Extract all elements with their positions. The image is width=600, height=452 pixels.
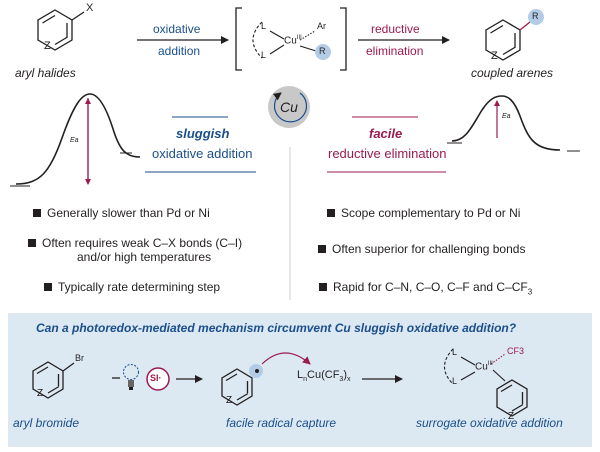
radical-capture-arrow <box>261 352 311 365</box>
surrogate-aryl-ring <box>496 379 528 417</box>
left-bullet-3: Typically rate determining step <box>44 280 220 295</box>
right-bullet-3: Rapid for C–N, C–O, C–F and C–CF3 <box>319 280 532 299</box>
right-bullet-3-text: Rapid for C–N, C–O, C–F and C–CF <box>333 280 528 294</box>
surrogate-l-bottom: L <box>452 376 458 386</box>
left-bullet-2: Often requires weak C–X bonds (C–I) <box>28 236 242 251</box>
z-atom-bromide: Z <box>37 388 44 399</box>
bottom-panel <box>8 313 592 447</box>
coupled-arenes-label: coupled arenes <box>471 66 554 80</box>
x-substituent: X <box>86 2 94 14</box>
surrogate-label: surrogate oxidative addition <box>416 416 563 430</box>
left-bullet-2-cont: and/or high temperatures <box>77 250 212 264</box>
addition-label: addition <box>158 44 201 58</box>
br-substituent: Br <box>75 353 84 363</box>
right-bullet-1-text: Scope complementary to Pd or Ni <box>341 206 521 220</box>
right-bullet-3-sub: 3 <box>527 287 533 297</box>
surrogate-l-top: L <box>452 347 458 357</box>
surrogate-cf3: CF3 <box>507 346 525 356</box>
left-bullet-3-text: Typically rate determining step <box>58 280 221 294</box>
z-atom-left: Z <box>44 40 51 52</box>
complex-ox-state: III <box>296 35 302 41</box>
question-heading: Can a photoredox-mediated mechanism circ… <box>36 321 517 335</box>
aryl-halides-label: aryl halides <box>15 66 76 80</box>
right-ea-label: Ea <box>502 113 511 120</box>
reductive-label: reductive <box>371 22 420 36</box>
z-atom-surrogate: Z <box>508 411 515 422</box>
si-badge <box>146 367 170 391</box>
facile-subtitle: reductive elimination <box>328 146 447 161</box>
surrogate-metal-symbol: Cu <box>475 361 488 373</box>
aryl-bromide-label: aryl bromide <box>13 416 80 430</box>
reagent-sub-x: x <box>347 376 351 384</box>
complex-l-bottom: L <box>261 50 267 60</box>
reagent-metal: Cu(CF <box>307 369 340 381</box>
r-badge-top-right <box>528 9 544 25</box>
cu-cycle-arrow <box>272 92 308 123</box>
surrogate-metal: CuIII <box>475 361 493 372</box>
aryl-halide-ring <box>37 9 85 51</box>
complex-metal-symbol: Cu <box>284 35 297 47</box>
right-bullet-1: Scope complementary to Pd or Ni <box>327 206 520 221</box>
cu-catalyst-label: Cu <box>280 99 298 115</box>
left-ea-label: Ea <box>70 137 79 144</box>
r-substituent: R <box>532 11 539 21</box>
reagent-sub-3: 3 <box>339 376 344 384</box>
z-atom-radical: Z <box>226 395 233 406</box>
complex-brackets <box>235 7 347 71</box>
complex-metal: CuIII <box>284 35 302 46</box>
reagent-sub-n: n <box>303 376 308 384</box>
left-bullet-2-text: Often requires weak C–X bonds (C–I) <box>42 236 243 250</box>
sluggish-title: sluggish <box>176 126 230 141</box>
radical-dot <box>255 369 259 373</box>
coupled-arene-ring <box>485 19 531 61</box>
aryl-radical-ring <box>221 368 253 406</box>
r-badge-complex <box>315 44 331 60</box>
left-bullet-1-text: Generally slower than Pd or Ni <box>47 206 210 220</box>
left-energy-diagram <box>10 93 141 187</box>
surrogate-complex-bonds <box>443 348 506 385</box>
radical-capture-label: facile radical capture <box>226 416 337 430</box>
right-energy-diagram <box>447 95 580 152</box>
sluggish-subtitle: oxidative addition <box>152 146 253 161</box>
complex-r: R <box>319 46 326 56</box>
complex-ar: Ar <box>317 21 326 31</box>
lightbulb-icon <box>123 364 139 390</box>
oxidative-label: oxidative <box>153 22 201 36</box>
left-bullet-1: Generally slower than Pd or Ni <box>33 206 210 221</box>
facile-title: facile <box>369 126 403 141</box>
reagent-l: L <box>297 369 304 381</box>
reagent-suffix: ) <box>343 369 347 381</box>
right-bullet-2: Often superior for challenging bonds <box>318 242 525 257</box>
cu-complex-bonds <box>252 21 317 59</box>
cu-cf3-reagent: LnCu(CF3)x <box>297 369 351 383</box>
surrogate-ox-state: III <box>487 361 493 367</box>
complex-l-top: L <box>261 21 267 31</box>
elimination-label: elimination <box>366 44 424 58</box>
right-bullet-2-text: Often superior for challenging bonds <box>332 242 526 256</box>
aryl-bromide-ring <box>32 361 75 399</box>
si-label: SI· <box>150 373 162 383</box>
z-atom-right: Z <box>491 50 498 62</box>
